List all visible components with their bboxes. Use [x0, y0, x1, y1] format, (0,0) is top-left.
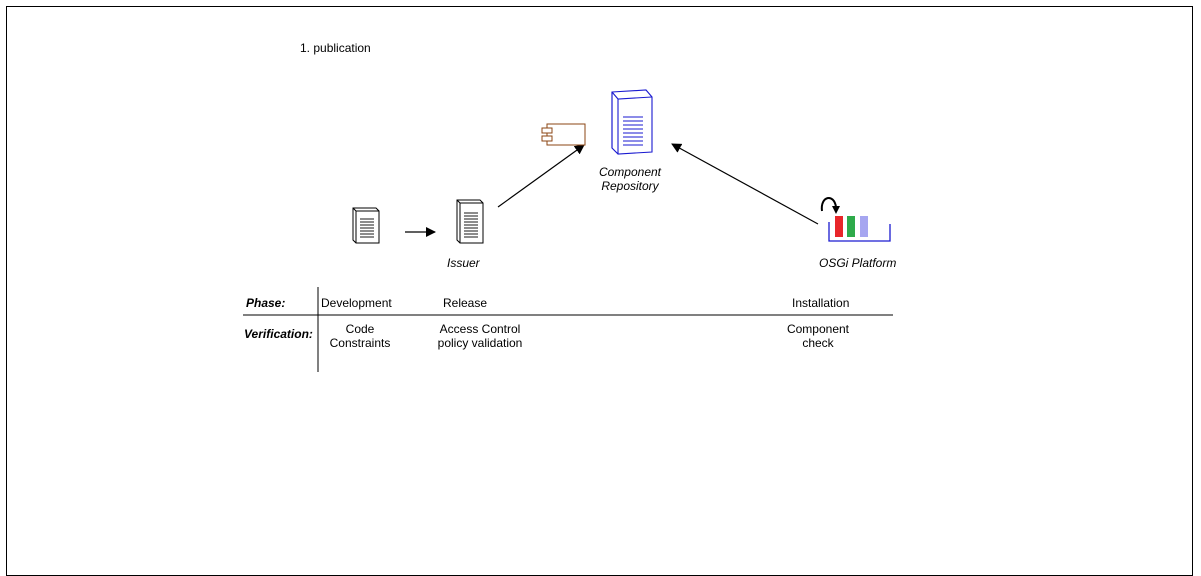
- repository-label: Component Repository: [598, 165, 662, 193]
- bundle-green: [847, 216, 855, 237]
- refresh-arrow-icon: [820, 197, 840, 214]
- issuer-document-icon: [456, 199, 484, 244]
- verification-header: Verification:: [244, 327, 313, 341]
- osgi-platform-icon: [828, 216, 891, 242]
- step-label: 1. publication: [300, 41, 371, 55]
- repository-server-icon: [611, 89, 653, 155]
- verification-installation: Component check: [786, 322, 850, 350]
- developer-document-icon: [352, 207, 380, 244]
- verification-release: Access Control policy validation: [437, 322, 523, 350]
- verification-development: Code Constraints: [329, 322, 391, 350]
- phase-development: Development: [321, 296, 392, 310]
- arrow-platform-to-repository: [671, 143, 819, 225]
- bundle-red: [835, 216, 843, 237]
- issuer-label: Issuer: [447, 256, 480, 270]
- arrow-issuer-to-repository: [497, 144, 585, 208]
- phase-header: Phase:: [246, 296, 286, 310]
- uml-component-icon: [541, 123, 586, 146]
- bundle-lavender: [860, 216, 868, 237]
- phase-release: Release: [443, 296, 488, 310]
- phase-installation: Installation: [792, 296, 850, 310]
- platform-label: OSGi Platform: [819, 256, 897, 270]
